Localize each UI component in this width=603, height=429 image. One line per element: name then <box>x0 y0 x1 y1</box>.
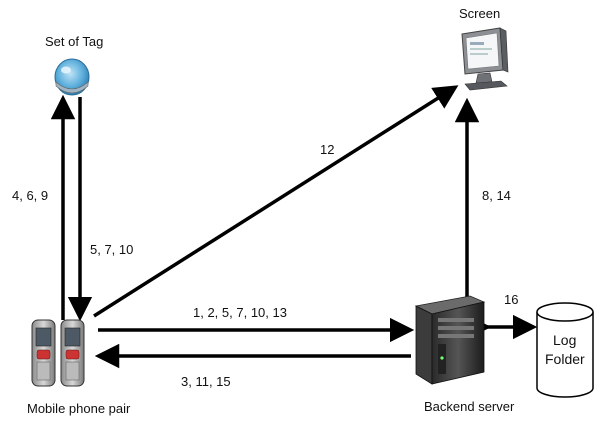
tag-node: Set of Tag <box>45 34 103 96</box>
rfid-tag-icon <box>54 58 90 96</box>
edge-label-server-to-phone: 3, 11, 15 <box>181 374 231 389</box>
mobile-phone-icon <box>60 319 85 387</box>
edge-label-phone-to-server: 1, 2, 5, 7, 10, 13 <box>193 305 287 320</box>
edge-label-phone-to-screen: 12 <box>320 142 334 157</box>
edge-label-phone-to-tag: 4, 6, 9 <box>12 188 48 203</box>
screen-label: Screen <box>459 6 500 21</box>
phone-node: Mobile phone pair <box>27 319 131 416</box>
edges <box>50 85 538 369</box>
log-folder-node: Log Folder <box>536 302 594 398</box>
server-node: Backend server <box>414 295 515 414</box>
mobile-phone-icon <box>31 319 56 387</box>
edge-label-tag-to-phone: 5, 7, 10 <box>90 242 133 257</box>
phone-label: Mobile phone pair <box>27 401 131 416</box>
edge-label-server-to-screen: 8, 14 <box>482 188 511 203</box>
log-folder-label-line1: Log <box>553 332 576 348</box>
server-icon <box>414 295 486 385</box>
screen-node: Screen <box>459 6 509 91</box>
server-label: Backend server <box>424 399 515 414</box>
log-folder-label-line2: Folder <box>545 351 585 367</box>
database-icon <box>536 302 594 398</box>
tag-label: Set of Tag <box>45 34 103 49</box>
arrow-phone-to-screen <box>93 85 459 318</box>
monitor-icon <box>461 27 509 91</box>
edge-label-server-log: 16 <box>504 292 518 307</box>
edge-labels: 4, 6, 9 5, 7, 10 12 8, 14 1, 2, 5, 7, 10… <box>12 142 518 389</box>
